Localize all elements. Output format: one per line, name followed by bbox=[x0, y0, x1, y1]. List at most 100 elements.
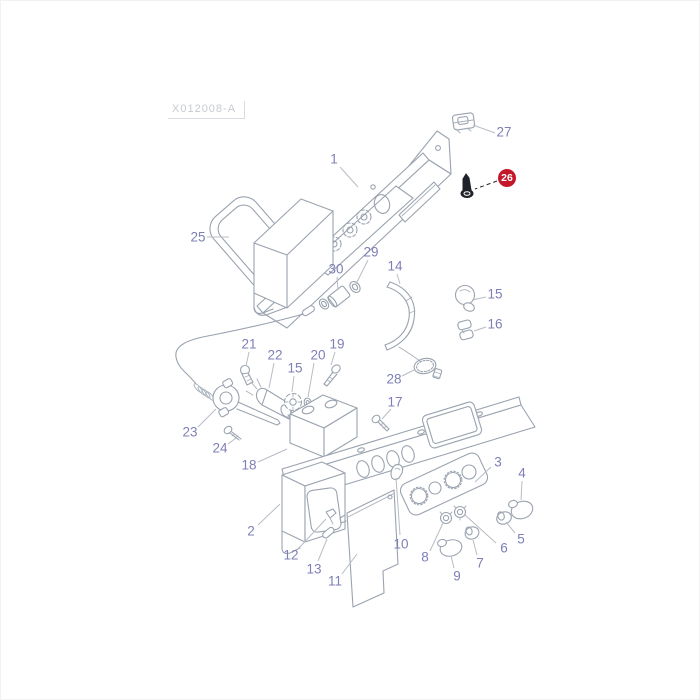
part-30-spacer-tube bbox=[327, 285, 351, 308]
part-7-knob bbox=[464, 526, 480, 540]
callout-9[interactable]: 9 bbox=[453, 569, 461, 584]
callout-12[interactable]: 12 bbox=[283, 548, 298, 563]
leader-line-11 bbox=[341, 553, 358, 575]
callout-25[interactable]: 25 bbox=[190, 230, 205, 245]
part-number-label: 28 bbox=[386, 372, 401, 387]
diagram-reference-label: X012008-A bbox=[168, 101, 246, 119]
callout-15[interactable]: 15 bbox=[487, 287, 502, 302]
part-number-label: 24 bbox=[212, 441, 228, 456]
callout-27[interactable]: 27 bbox=[496, 125, 511, 140]
part-23-switch bbox=[212, 378, 281, 426]
leader-line-23 bbox=[197, 408, 217, 428]
part-number-label: 9 bbox=[453, 569, 461, 584]
leader-line-15 bbox=[291, 375, 295, 393]
leader-line-9 bbox=[450, 555, 455, 569]
callout-2[interactable]: 2 bbox=[247, 524, 255, 539]
part-22-switch-body bbox=[245, 378, 303, 422]
leader-line-17 bbox=[381, 408, 392, 420]
part-11-cover-plate bbox=[339, 489, 399, 608]
part-number-label: 7 bbox=[476, 556, 484, 571]
leader-line-22 bbox=[268, 362, 275, 389]
part-number-label: 21 bbox=[241, 337, 256, 352]
callout-13[interactable]: 13 bbox=[306, 562, 321, 577]
part-number-label: 15 bbox=[287, 361, 302, 376]
callout-30[interactable]: 30 bbox=[328, 262, 343, 277]
callout-3[interactable]: 3 bbox=[494, 455, 502, 470]
callout-5[interactable]: 5 bbox=[517, 532, 525, 547]
callout-21[interactable]: 21 bbox=[241, 337, 256, 352]
leader-line-5 bbox=[505, 521, 516, 534]
part-15-gear-washer bbox=[283, 392, 303, 412]
callout-6[interactable]: 6 bbox=[500, 541, 508, 556]
part-6-nut bbox=[453, 505, 467, 521]
leader-line-13 bbox=[317, 538, 328, 562]
part-2-lower-panel bbox=[281, 396, 536, 500]
callout-8[interactable]: 8 bbox=[421, 550, 429, 565]
part-2-end-box bbox=[281, 461, 346, 554]
callout-16[interactable]: 16 bbox=[487, 317, 502, 332]
callout-1[interactable]: 1 bbox=[330, 152, 338, 167]
leader-line-20 bbox=[307, 362, 315, 398]
part-number-label: 12 bbox=[283, 548, 298, 563]
callout-29[interactable]: 29 bbox=[363, 245, 378, 260]
part-number-label: 6 bbox=[500, 541, 508, 556]
leader-line-12 bbox=[297, 518, 327, 550]
leader-line-14 bbox=[396, 273, 401, 285]
leader-line-10 bbox=[395, 477, 401, 536]
leader-line-28 bbox=[401, 369, 415, 377]
callout-14[interactable]: 14 bbox=[387, 259, 403, 274]
part-24-screw bbox=[223, 425, 242, 441]
part-4-knob bbox=[508, 499, 534, 520]
part-17-screw bbox=[371, 414, 390, 432]
callout-26-highlighted[interactable]: 26 bbox=[498, 169, 516, 187]
control-cable bbox=[175, 305, 315, 401]
part-number-label: 29 bbox=[363, 245, 378, 260]
leader-line-1 bbox=[339, 166, 359, 188]
part-12-pin bbox=[325, 508, 337, 525]
callout-20[interactable]: 20 bbox=[310, 348, 325, 363]
part-number-label: 3 bbox=[494, 455, 502, 470]
callout-4[interactable]: 4 bbox=[518, 466, 526, 481]
callout-11[interactable]: 11 bbox=[328, 574, 342, 589]
leader-line-4 bbox=[520, 480, 523, 501]
part-number-label: 18 bbox=[241, 458, 256, 473]
part-26-screw bbox=[460, 173, 474, 198]
leader-line-6 bbox=[464, 514, 497, 544]
part-19-screw bbox=[323, 364, 341, 387]
part-14-duct-hose bbox=[384, 281, 422, 363]
part-16-clip bbox=[457, 319, 474, 341]
callout-28[interactable]: 28 bbox=[386, 372, 401, 387]
part-number-label: 4 bbox=[518, 466, 526, 481]
callout-17[interactable]: 17 bbox=[387, 395, 402, 410]
leader-line-27 bbox=[472, 124, 496, 134]
part-10-latch bbox=[390, 463, 404, 481]
callout-24[interactable]: 24 bbox=[212, 441, 228, 456]
leader-line-3 bbox=[474, 466, 492, 483]
part-number-label: 15 bbox=[487, 287, 502, 302]
callout-15[interactable]: 15 bbox=[287, 361, 302, 376]
callout-10[interactable]: 10 bbox=[393, 537, 408, 552]
leader-line-16 bbox=[473, 326, 487, 332]
part-number-label: 26 bbox=[501, 172, 513, 184]
part-29-washers bbox=[318, 280, 361, 310]
part-number-label: 11 bbox=[328, 574, 342, 589]
part-number-label: 25 bbox=[190, 230, 205, 245]
part-18-housing-box bbox=[289, 394, 358, 458]
part-number-label: 27 bbox=[496, 125, 511, 140]
callout-23[interactable]: 23 bbox=[182, 425, 197, 440]
callout-19[interactable]: 19 bbox=[329, 337, 344, 352]
part-number-label: 30 bbox=[328, 262, 343, 277]
part-15-knob-right bbox=[454, 284, 476, 312]
part-number-label: 8 bbox=[421, 550, 429, 565]
callout-22[interactable]: 22 bbox=[267, 348, 282, 363]
part-number-label: 23 bbox=[182, 425, 197, 440]
part-8-nut bbox=[439, 511, 453, 525]
callout-7[interactable]: 7 bbox=[476, 556, 484, 571]
callout-18[interactable]: 18 bbox=[241, 458, 256, 473]
leader-line-29 bbox=[355, 259, 369, 285]
part-21-bulb bbox=[239, 364, 254, 386]
part-number-label: 19 bbox=[329, 337, 344, 352]
part-9-knob bbox=[437, 538, 463, 557]
part-number-label: 17 bbox=[387, 395, 402, 410]
